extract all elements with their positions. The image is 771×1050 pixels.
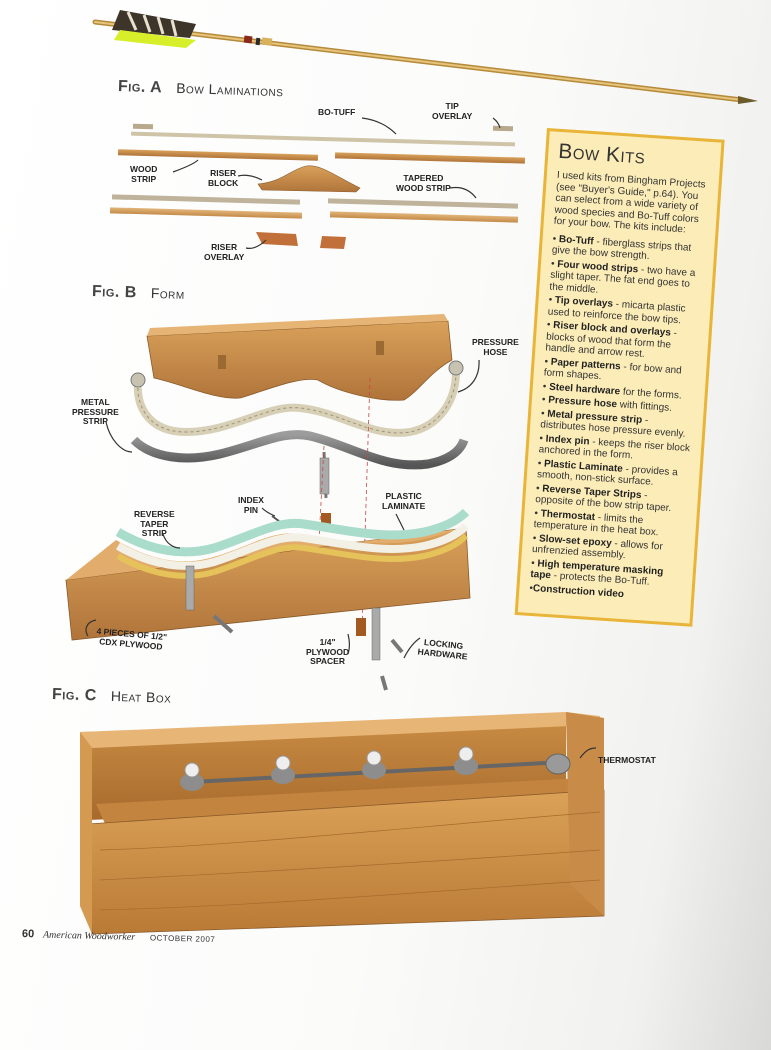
bow-kits-list: • Bo-Tuff - fiberglass strips that give … (529, 233, 705, 604)
kit-item-desc: for the forms. (619, 385, 683, 402)
riser-block-shape (257, 165, 361, 193)
callout-line: LAMINATE (382, 500, 426, 511)
callout-reverse-taper-strip: REVERSE TAPER STRIP (134, 509, 175, 539)
callout-line: STRIP (131, 173, 157, 184)
fig-b-heading: Fig. B Form (92, 283, 185, 304)
fig-b-label: Fig. B (91, 283, 138, 302)
wood-strip-right (334, 152, 526, 164)
metal-strip-shape (130, 430, 469, 470)
callout-line: STRIP (82, 416, 108, 426)
callout-line: PIN (243, 504, 259, 515)
callout-tapered-wood-strip: TAPERED WOOD STRIP (396, 173, 451, 193)
callout-line: PRESSURE (472, 337, 519, 347)
callout-line: REVERSE (134, 509, 175, 519)
tapered-strip-right (327, 198, 519, 209)
callout-line: RISER (211, 242, 238, 252)
callout-riser-overlay: RISER OVERLAY (204, 242, 245, 262)
fig-c-title: Heat Box (110, 687, 172, 706)
wood-strip-lower-right (329, 211, 519, 223)
bo-tuff-leader (361, 117, 397, 135)
callout-index-pin: INDEX PIN (238, 495, 264, 515)
callout-line: WOOD STRIP (396, 182, 451, 193)
callout-line: SPACER (310, 656, 345, 666)
bo-tuff-strip-top (131, 131, 515, 147)
fig-c-label: Fig. C (51, 686, 98, 705)
callout-thermostat: THERMOSTAT (598, 755, 656, 765)
callout-tip-overlay: TIP OVERLAY (432, 101, 473, 121)
fig-b-title: Form (150, 284, 185, 302)
callout-metal-pressure-strip: METAL PRESSURE STRIP (72, 397, 119, 427)
callout-line: STRIP (141, 528, 167, 538)
callout-line: 1/4" (319, 637, 336, 647)
callout-line: TAPER (140, 518, 169, 529)
callout-line: TAPERED (403, 173, 444, 183)
issue-date: OCTOBER 2007 (149, 933, 216, 945)
callout-line: METAL (81, 397, 110, 407)
callout-plywood-spacer: 1/4" PLYWOOD SPACER (306, 637, 350, 667)
upper-form (146, 320, 453, 401)
callout-line: PLASTIC (385, 491, 422, 501)
callout-riser-block: RISER BLOCK (208, 168, 239, 188)
fig-a-label: Fig. A (117, 78, 163, 97)
bow-kits-intro: I used kits from Bingham Projects (see "… (553, 169, 706, 236)
kit-item-desc: with fittings. (616, 399, 673, 414)
tapered-strip-left (111, 194, 301, 205)
wood-strip-left (117, 149, 319, 161)
callout-line: INDEX (238, 495, 264, 505)
callout-line: PRESSURE (72, 406, 119, 417)
bow-kits-sidebar: Bow Kits I used kits from Bingham Projec… (514, 128, 725, 627)
riser-overlay-right (320, 236, 346, 249)
callout-line: TIP (445, 101, 459, 111)
fig-c-heat-box (80, 712, 605, 935)
page-number: 60 (21, 928, 35, 941)
callout-line: OVERLAY (432, 110, 473, 121)
callout-line: WOOD (130, 164, 158, 174)
fig-c-heading: Fig. C Heat Box (52, 686, 172, 708)
callout-pressure-hose: PRESSURE HOSE (472, 337, 519, 357)
heat-lamp-sockets (180, 746, 478, 791)
tip-overlay-left (132, 123, 154, 130)
callout-bo-tuff: BO-TUFF (318, 107, 356, 117)
plastic-laminate-shape (115, 508, 470, 557)
bow-kits-title: Bow Kits (557, 139, 647, 169)
fig-a-laminations (109, 117, 526, 249)
wood-strip-lower-left (109, 207, 303, 219)
callout-line: HOSE (483, 346, 508, 357)
callout-line: PLYWOOD (306, 646, 350, 657)
callout-plastic-laminate: PLASTIC LAMINATE (382, 491, 426, 511)
tip-overlay-right (492, 125, 514, 132)
thermostat-unit (545, 753, 571, 775)
callout-line: RISER (210, 168, 237, 178)
fig-b-form (65, 314, 480, 691)
callout-wood-strip: WOOD STRIP (130, 164, 158, 184)
fig-a-title: Bow Laminations (176, 79, 284, 100)
riser-overlay-left (256, 232, 298, 246)
callout-line: BLOCK (208, 177, 239, 188)
callout-line: OVERLAY (204, 251, 245, 262)
arrow-illustration (92, 10, 758, 104)
